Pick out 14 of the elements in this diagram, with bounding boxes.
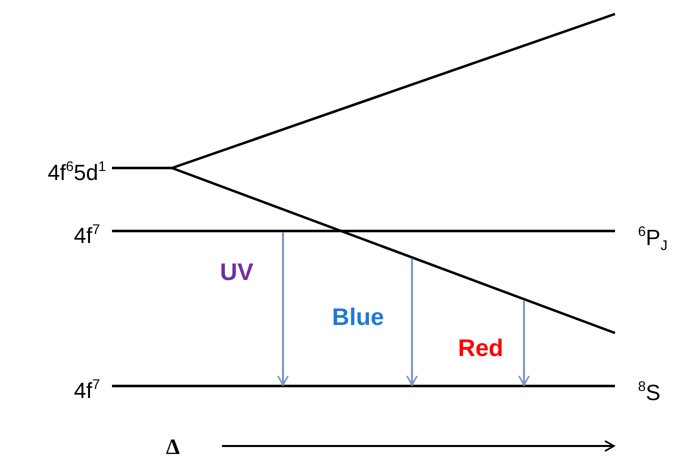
- edge-label: Red: [458, 335, 504, 363]
- level-label: 4f$^{7}$: [74, 220, 100, 249]
- arrow: [277, 232, 289, 386]
- delta-symbol: Δ: [166, 434, 180, 460]
- level-label: 4f$^{7}$: [74, 375, 100, 404]
- edge-label: Blue: [332, 304, 384, 332]
- term-symbol: $^{8}$S: [638, 377, 660, 406]
- arrow: [406, 258, 418, 386]
- energy-level-line: [112, 384, 615, 388]
- term-symbol: $^{6}$P$_{J}$: [638, 222, 668, 255]
- energy-level-line: [112, 230, 615, 232]
- level-label: 4f$^{6}$5d$^{1}$: [48, 157, 106, 186]
- edge-label: UV: [220, 259, 254, 287]
- arrow: [518, 300, 530, 386]
